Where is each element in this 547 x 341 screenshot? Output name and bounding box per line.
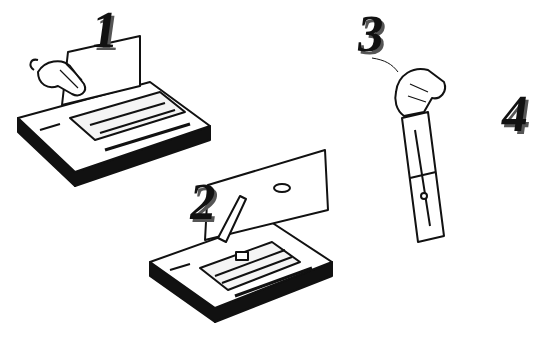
step-number: 4	[498, 88, 531, 140]
tube-in-hand	[372, 58, 445, 242]
scanner-device-2	[150, 150, 332, 322]
scanner-device-1	[18, 36, 210, 186]
step-number: 3	[354, 8, 387, 60]
